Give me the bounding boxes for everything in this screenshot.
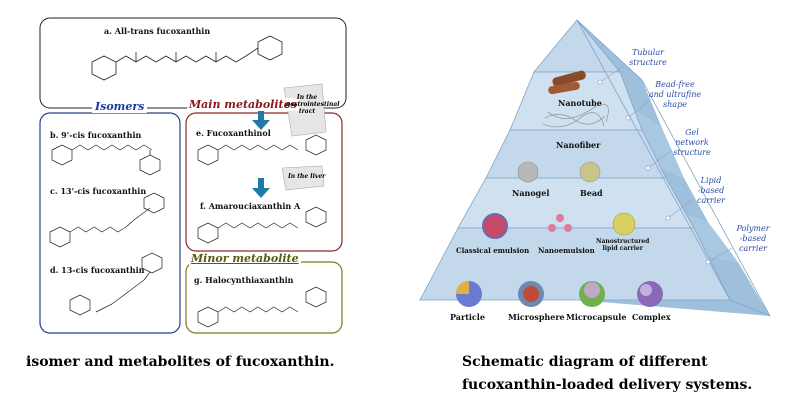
metabolite-f-label: f. Amarouciaxanthin A — [200, 201, 301, 211]
side-label-2: Bead-free and ultrafine shape — [648, 80, 702, 109]
gi-tract-label: In the gastrointestinal tract — [286, 94, 340, 115]
side-label-1: Tubular structure — [629, 48, 667, 67]
microcapsule-graphic — [579, 281, 605, 307]
minor-metabolite-title: Minor metabolite — [189, 252, 301, 265]
minor-metabolite-box — [185, 261, 343, 334]
layer4-item1: Classical emulsion — [456, 246, 530, 255]
right-caption-line2: fucoxanthin-loaded delivery systems. — [462, 377, 753, 393]
molecule-b — [51, 144, 161, 176]
microsphere-graphic — [518, 281, 544, 307]
molecule-c — [49, 192, 165, 248]
metabolite-g-label: g. Halocynthiaxanthin — [194, 275, 294, 285]
isomers-box — [39, 112, 181, 334]
side-label-4: Lipid -based carrier — [696, 176, 725, 205]
molecule-f — [197, 206, 327, 244]
nlc-graphic — [612, 212, 636, 236]
nanotube-graphic — [548, 70, 586, 95]
side-label-5: Polymer -based carrier — [736, 224, 770, 253]
nanoemulsion-graphic — [548, 214, 572, 232]
bead-graphic — [579, 161, 601, 183]
layer5-item4: Complex — [632, 312, 671, 322]
layer2-item1: Nanofiber — [556, 140, 601, 150]
molecule-a — [91, 35, 283, 81]
molecule-e — [197, 134, 327, 166]
nanogel-graphic — [517, 161, 539, 183]
isomer-d-label: d. 13-cis fucoxanthin — [50, 265, 145, 275]
layer5-item3: Microcapsule — [566, 312, 627, 322]
gi-tract-tag — [283, 83, 327, 137]
isomers-title: Isomers — [92, 100, 148, 113]
layer5-item2: Microsphere — [508, 312, 565, 322]
layer3-item2: Bead — [580, 188, 603, 198]
nanofiber-graphic — [542, 103, 609, 128]
all-trans-label: a. All-trans fucoxanthin — [104, 26, 211, 36]
down-arrow-1 — [252, 108, 270, 130]
classical-emulsion-graphic — [482, 213, 508, 239]
metabolite-e-label: e. Fucoxanthinol — [196, 128, 271, 138]
liver-label: In the liver — [288, 173, 326, 180]
particle-graphic — [456, 281, 482, 307]
pointer-lines — [599, 65, 733, 263]
molecule-d — [69, 252, 163, 316]
layer3-item1: Nanogel — [512, 188, 550, 198]
isomer-c-label: c. 13'-cis fucoxanthin — [50, 186, 147, 196]
down-arrow-2 — [252, 178, 270, 198]
layer4-item3: Nanostructured lipid carrier — [596, 238, 650, 252]
left-caption: isomer and metabolites of fucoxanthin. — [26, 354, 335, 370]
layer4-item2: Nanoemulsion — [538, 246, 595, 255]
complex-graphic — [637, 281, 663, 307]
liver-tag — [281, 165, 325, 191]
isomer-b-label: b. 9'-cis fucoxanthin — [50, 130, 142, 140]
molecule-g — [197, 286, 327, 328]
layer5-item1: Particle — [450, 312, 485, 322]
right-caption-line1: Schematic diagram of different — [462, 354, 708, 370]
layer1-item1: Nanotube — [558, 98, 602, 108]
main-metabolites-title: Main metabolites — [187, 98, 299, 111]
side-label-3: Gel network structure — [673, 128, 711, 157]
